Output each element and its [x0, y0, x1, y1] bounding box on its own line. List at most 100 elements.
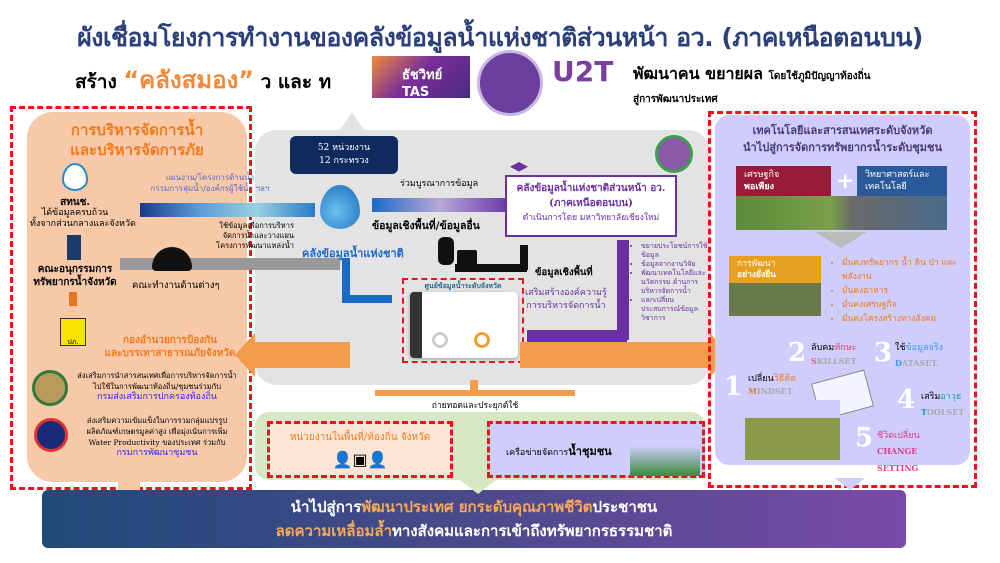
- presentation-people-icon: 👤▣👤: [332, 450, 388, 469]
- banner-l2b: ทางสังคมและการเข้าถึงทรัพยากรธรรมชาติ: [392, 522, 673, 540]
- plans-line1: แผนงาน/โครงการด้านน้ำ: [165, 173, 255, 182]
- database-icon: [438, 237, 454, 265]
- step-en: DATASET.: [895, 358, 939, 368]
- bottom-banner: นำไปสู่การพัฒนาประเทศ ยกระดับคุณภาพชีวิต…: [42, 490, 906, 548]
- step-en: SKILLSET: [811, 356, 857, 366]
- graduation-cap-icon: [510, 162, 528, 172]
- benefit-item: แลกเปลี่ยนประสบการณ์ข้อมูลวิชาการ: [641, 296, 711, 323]
- step-th: เสริมอาวุธ: [921, 389, 961, 403]
- step-en: TOOLSET: [921, 407, 964, 417]
- dpm-logo: ปภ.: [60, 318, 86, 346]
- dla-logo: [32, 370, 68, 406]
- banner-l1a: นำไปสู่การ: [290, 498, 362, 516]
- knowledge-line2: การบริหารจัดการน้ำ: [526, 301, 606, 311]
- step-en-a: CHANGE: [877, 446, 918, 456]
- security-item: มั่นคงทรัพยากร น้ำ ดิน ป่า และพลังงาน: [842, 256, 962, 284]
- national-bank-label: คลังข้อมูลน้ำแห่งชาติ: [302, 247, 404, 260]
- dla-line2: ไปใช้ในการพัฒนาท้องถิ่น/ชุมชนร่วมกับ: [93, 382, 221, 391]
- benefits-list: ขยายประโยชน์การใช้ข้อมูล ข้อมูลจากงานวิจ…: [633, 242, 711, 323]
- banner-l2a: ลดความเหลื่อมล้ำ: [275, 522, 392, 540]
- banner-line1: นำไปสู่การพัฒนาประเทศ ยกระดับคุณภาพชีวิต…: [42, 495, 906, 519]
- right-panel-title: เทคโนโลยีและสารสนเทศระดับจังหวัด นำไปสู่…: [715, 122, 970, 156]
- tas-logo: ธัชวิทย์ TAS: [372, 56, 470, 100]
- scitech1: วิทยาศาสตร์และ: [865, 170, 930, 180]
- step-en-a: D: [895, 358, 902, 368]
- dpm-line1: กองอำนวยการป้องกัน: [122, 335, 218, 346]
- up-arrow-icon: [340, 112, 364, 130]
- cdd-line2: ผลิตภัณฑ์เกษตรมูลค่าสูง เพื่อมุ่งเน้นการ…: [86, 427, 228, 436]
- cmu-title2: (ภาคเหนือตอนบน): [549, 198, 633, 209]
- cdd-line1: ส่งเสริมความเข้มแข็งในการรวมกลุ่มแปรรูป: [86, 416, 228, 425]
- down-arrow-icon: [69, 292, 77, 306]
- down-arrow-icon: [118, 480, 140, 492]
- spatial-other-label: ข้อมูลเชิงพื้นที่/ข้อมูลอื่น: [372, 220, 480, 232]
- banner-line2: ลดความเหลื่อมล้ำทางสังคมและการเข้าถึงทรั…: [42, 519, 906, 543]
- use-data-label: ใช้ข้อมูลเพื่อการบริหาร จัดการน้ำและวางแ…: [216, 221, 294, 251]
- benefit-item: พัฒนาเทคโนโลยีและนวัตกรรม ด้านการบริหารจ…: [641, 269, 711, 296]
- dpm-line2: และบรรเทาสาธารณภัยจังหวัด: [104, 348, 236, 359]
- cmu-box: คลังข้อมูลน้ำแห่งชาติส่วนหน้า อว. (ภาคเห…: [505, 175, 677, 237]
- down-arrow-icon: [835, 478, 865, 490]
- agencies-count: 52 หน่วยงาน: [317, 143, 371, 153]
- step-th-a: ใช้: [895, 343, 906, 353]
- step-number: 2: [788, 338, 807, 368]
- step-number: 1: [724, 372, 743, 402]
- scitech2: เทคโนโลยี: [865, 182, 907, 192]
- arrow-head-left-icon: [235, 333, 255, 377]
- subcommittee-line2: ทรัพยากรน้ำจังหวัด: [33, 277, 117, 288]
- up-arrow-icon: [67, 235, 81, 260]
- step-th-b: ข้อมูลจริง: [905, 343, 944, 353]
- banner-l1b: พัฒนาประเทศ ยกระดับคุณภาพชีวิต: [361, 498, 593, 516]
- step-th-b: ชีวิตเปลี่ยน: [877, 431, 920, 441]
- sufficiency1: เศรษฐกิจ: [744, 170, 780, 180]
- orange-left-arrow: [250, 342, 350, 368]
- cdd-line3: Water Productivity ของประเทศ ร่วมกับ: [88, 438, 226, 447]
- use-data-line1: ใช้ข้อมูลเพื่อการบริหาร: [219, 221, 294, 230]
- step-en: MINDSET: [748, 386, 793, 396]
- brain-bank-text: “คลังสมอง”: [123, 66, 255, 94]
- dashboard-screenshot[interactable]: [410, 292, 518, 358]
- local-agencies-label: หน่วยงานในพื้นที่/ท้องถิ่น จังหวัด: [289, 432, 431, 443]
- cmu-title1: คลังข้อมูลน้ำแห่งชาติส่วนหน้า อว.: [516, 183, 666, 194]
- u2t-logo: U2T: [552, 55, 614, 88]
- use-data-line2: จัดการน้ำและวางแผน: [222, 231, 294, 240]
- page-title: ผังเชื่อมโยงการทำงานของคลังข้อมูลน้ำแห่ง…: [77, 23, 923, 52]
- plus-icon: +: [836, 168, 855, 194]
- integrate-label: ร่วมบูรณาการข้อมูล: [400, 179, 479, 189]
- plans-line2: กรรมการลุ่มน้ำ/องค์กรผู้ใช้น้ำ ฯลฯ: [150, 184, 270, 193]
- step-en-a: T: [921, 407, 927, 417]
- dla-block: ส่งเสริมการนำสารสนเทศเพื่อการบริหารจัดกา…: [68, 370, 246, 403]
- step-en-b: SETTING: [877, 463, 919, 473]
- dashboard-flow-arrow: [342, 295, 392, 303]
- left-title-line1: การบริหารจัดการน้ำ: [70, 121, 204, 139]
- banner-l1c: ประชาชน: [592, 498, 658, 516]
- knowledge-line1: เสริมสร้างองค์ความรู้: [525, 288, 607, 298]
- down-arrow-icon: [460, 480, 496, 494]
- security-item: มั่นคงเศรษฐกิจ: [842, 298, 962, 312]
- network-bold: น้ำชุมชน: [568, 445, 612, 458]
- subcommittee-line1: คณะอนุกรรมการ: [37, 264, 113, 275]
- develop-label: พัฒนาคน ขยายผล: [633, 64, 763, 83]
- smart-farm-illustration: [745, 400, 840, 460]
- security-item: มั่นคงโครงสร้างทางสังคม: [842, 312, 962, 326]
- network-prefix: เครือข่ายจัดการ: [506, 448, 569, 458]
- subtitle-build: สร้าง “คลังสมอง” ว และ ท: [75, 60, 331, 99]
- right-title1: เทคโนโลยีและสารสนเทศระดับจังหวัด: [752, 124, 933, 137]
- community-network-box: เครือข่ายจัดการน้ำชุมชน: [487, 421, 705, 478]
- knowledge-flow-line: [617, 240, 629, 340]
- step-en-b: KILLSET: [816, 356, 857, 366]
- step-en-b: ATASET.: [901, 358, 940, 368]
- cmu-by: ดำเนินการโดย มหาวิทยาลัยเชียงใหม่: [522, 213, 660, 223]
- water-drop-icon: [320, 185, 360, 229]
- community-network-label: เครือข่ายจัดการน้ำชุมชน: [506, 442, 612, 460]
- ministries-count: 12 กระทรวง: [319, 156, 369, 166]
- step-th-a: ลับคม: [811, 343, 835, 353]
- agencies-box: 52 หน่วยงาน 12 กระทรวง: [290, 136, 398, 174]
- develop-text: พัฒนาคน ขยายผล โดยใช้ภูมิปัญญาท้องถิ่น: [633, 62, 871, 87]
- sustainable1: การพัฒนา: [737, 259, 776, 269]
- build-prefix: สร้าง: [75, 71, 117, 93]
- step-number: 5: [855, 423, 874, 453]
- onwr-logo-icon: [62, 163, 88, 191]
- step-en-a: M: [748, 386, 757, 396]
- develop-line2: สู่การพัฒนาประเทศ: [633, 94, 718, 105]
